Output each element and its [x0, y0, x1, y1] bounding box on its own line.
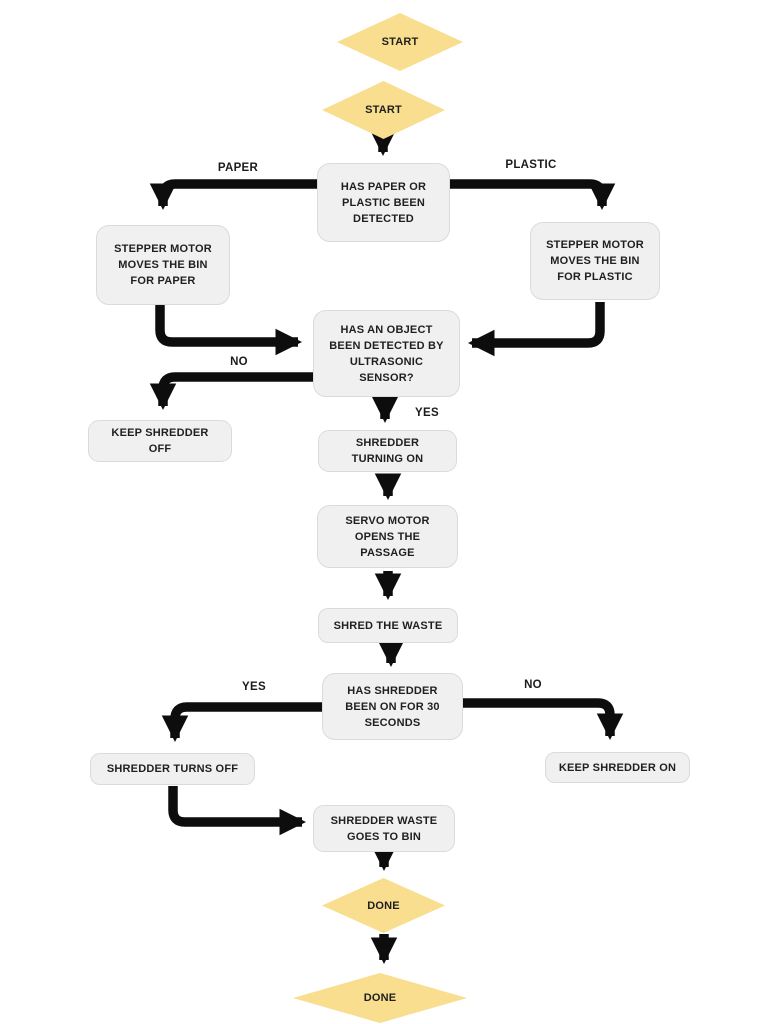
node-shredder-on-label: SHREDDER TURNING ON [351, 437, 424, 465]
node-ultrasonic-sensor-check: HAS AN OBJECT BEEN DETECTED BY ULTRASONI… [313, 310, 460, 397]
node-shredder-on-30-seconds-check: HAS SHREDDER BEEN ON FOR 30 SECONDS [322, 673, 463, 740]
node-shred-label: SHRED THE WASTE [333, 619, 443, 632]
node-ultrasonic-label: HAS AN OBJECT BEEN DETECTED BY ULTRASONI… [329, 323, 444, 384]
node-detect-label: HAS PAPER OR PLASTIC BEEN DETECTED [340, 180, 427, 225]
node-keep-shredder-off: KEEP SHREDDER OFF [88, 420, 232, 462]
edge-label-paper: PAPER [217, 162, 259, 174]
node-done-1-label: DONE [367, 899, 400, 912]
connector-detect-stepper-plastic [449, 179, 616, 210]
connector-timer30-keep-on [463, 698, 624, 740]
node-stepper-motor-plastic: STEPPER MOTOR MOVES THE BIN FOR PLASTIC [530, 222, 660, 300]
node-shredder-turning-on: SHREDDER TURNING ON [318, 430, 457, 472]
node-servo-label: SERVO MOTOR OPENS THE PASSAGE [345, 514, 430, 559]
edge-label-yes-lower: YES [242, 681, 266, 693]
node-shredder-turns-off: SHREDDER TURNS OFF [90, 753, 255, 785]
edge-label-plastic: PLASTIC [505, 159, 557, 171]
node-stepper-plastic-label: STEPPER MOTOR MOVES THE BIN FOR PLASTIC [546, 239, 644, 283]
node-start-2-label: START [365, 104, 402, 116]
node-stepper-paper-label: STEPPER MOTOR MOVES THE BIN FOR PAPER [114, 243, 212, 287]
connector-stepper-paper-ultrasonic [155, 302, 302, 356]
node-turns-off-label: SHREDDER TURNS OFF [106, 763, 239, 775]
node-keep-on-label: KEEP SHREDDER ON [558, 761, 677, 774]
node-keep-shredder-on: KEEP SHREDDER ON [545, 752, 690, 783]
edge-label-yes-upper: YES [415, 407, 439, 419]
node-shred-the-waste: SHRED THE WASTE [318, 608, 458, 643]
node-has-paper-or-plastic-detected: HAS PAPER OR PLASTIC BEEN DETECTED [317, 163, 450, 242]
edge-label-no-upper: NO [230, 356, 248, 368]
connector-detect-stepper-paper [149, 179, 318, 210]
node-stepper-motor-paper: STEPPER MOTOR MOVES THE BIN FOR PAPER [96, 225, 230, 305]
node-waste-bin-label: SHREDDER WASTE GOES TO BIN [330, 814, 438, 843]
node-servo-motor-opens-passage: SERVO MOTOR OPENS THE PASSAGE [317, 505, 458, 568]
node-shredder-waste-goes-to-bin: SHREDDER WASTE GOES TO BIN [313, 805, 455, 852]
connector-turns-off-waste-bin [168, 786, 306, 836]
connector-stepper-plastic-ultrasonic [468, 302, 605, 357]
connector-timer30-turns-off [161, 702, 322, 742]
edge-label-no-lower: NO [524, 679, 542, 691]
node-done-2-label: DONE [363, 992, 397, 1004]
connector-ultrasonic-keep-off [149, 372, 314, 410]
node-timer30-label: HAS SHREDDER BEEN ON FOR 30 SECONDS [345, 684, 440, 729]
node-keep-off-label: KEEP SHREDDER OFF [111, 427, 209, 455]
node-start-1-label: START [381, 36, 419, 48]
